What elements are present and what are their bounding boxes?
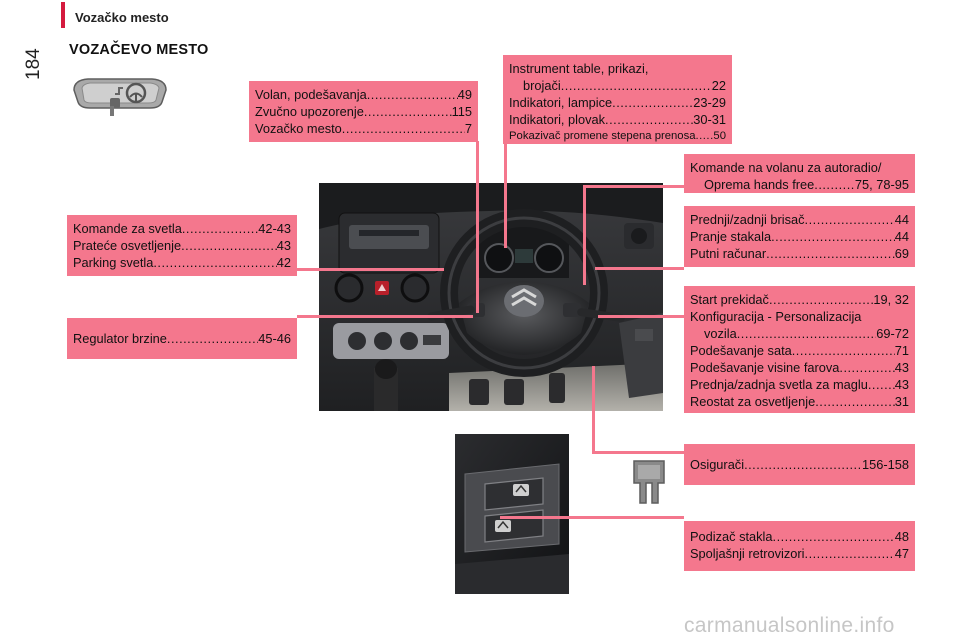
connector-fuses-h xyxy=(592,451,684,454)
watermark-text: carmanualsonline.info xyxy=(684,614,895,637)
window-switch-photo xyxy=(455,434,569,594)
connector-wipers xyxy=(595,267,684,270)
connector-fuses-v xyxy=(592,366,595,454)
screenwash-page: 44 xyxy=(894,229,909,244)
steering-item-label: Volan, podešavanja xyxy=(255,87,367,102)
gauges-label: brojači xyxy=(523,78,561,93)
connector-windows xyxy=(500,516,684,519)
connector-cruise xyxy=(297,315,473,318)
headlamp-height-page: 43 xyxy=(894,360,909,375)
fog-lamps-page: 43 xyxy=(894,377,909,392)
window-lift-label: Podizač stakla xyxy=(690,529,773,544)
float-indicators-label: Indikatori, plovak xyxy=(509,112,606,127)
warning-lamps-label: Indikatori, lampice xyxy=(509,95,613,110)
light-controls-page: 42-43 xyxy=(258,221,291,236)
hands-free-label: Oprema hands free xyxy=(704,177,815,192)
horn-item-label: Zvučno upozorenje xyxy=(255,104,364,119)
audio-controls-label: Komande na volanu za autoradio/ xyxy=(690,160,882,175)
lighting-dimmer-page: 31 xyxy=(894,394,909,409)
lighting-dimmer-label: Reostat za osvetljenje xyxy=(690,394,816,409)
page-title: VOZAČEVO MESTO xyxy=(69,42,209,58)
start-switch-label: Start prekidač xyxy=(690,292,769,307)
horn-item-page: 115 xyxy=(451,104,472,119)
audio-controls-info-box: Komande na volanu za autoradio/ Oprema h… xyxy=(684,154,915,193)
follow-me-lighting-page: 43 xyxy=(276,238,291,253)
screenwash-label: Pranje stakala xyxy=(690,229,772,244)
connector-instruments xyxy=(504,144,507,248)
gear-shift-indicator-label: Pokazivač promene stepena prenosa xyxy=(509,130,696,142)
wiper-label: Prednji/zadnji brisač xyxy=(690,212,805,227)
dashboard-photo xyxy=(319,183,663,411)
clock-setting-label: Podešavanje sata xyxy=(690,343,792,358)
door-mirrors-label: Spoljašnji retrovizori xyxy=(690,546,805,561)
connector-lights xyxy=(297,268,444,271)
rearview-mirror-icon xyxy=(70,72,170,123)
parking-lights-label: Parking svetla xyxy=(73,255,154,270)
clock-setting-page: 71 xyxy=(894,343,909,358)
instrument-panel-label: Instrument table, prikazi, xyxy=(509,61,649,76)
headlamp-height-label: Podešavanje visine farova xyxy=(690,360,840,375)
instruments-info-box: Instrument table, prikazi, brojači 22 In… xyxy=(503,55,732,144)
fuse-icon xyxy=(632,459,666,510)
wiper-page: 44 xyxy=(894,212,909,227)
configuration-label: Konfiguracija - Personalizacija xyxy=(690,309,862,324)
warning-lamps-page: 23-29 xyxy=(693,95,726,110)
trip-computer-page: 69 xyxy=(894,246,909,261)
lights-info-box: Komande za svetla 42-43 Prateće osvetlje… xyxy=(67,215,297,276)
vehicle-config-label: vozila xyxy=(704,326,737,341)
door-mirrors-page: 47 xyxy=(894,546,909,561)
window-lift-page: 48 xyxy=(894,529,909,544)
cruise-control-page: 45-46 xyxy=(258,331,291,346)
light-controls-label: Komande za svetla xyxy=(73,221,182,236)
fog-lamps-label: Prednja/zadnja svetla za maglu xyxy=(690,377,868,392)
section-heading: Vozačko mesto xyxy=(75,10,169,25)
page-number: 184 xyxy=(23,48,44,80)
gauges-page: 22 xyxy=(711,78,726,93)
steering-item-page: 49 xyxy=(457,87,472,102)
driver-seat-item-page: 7 xyxy=(464,121,472,136)
wipers-info-box: Prednji/zadnji brisač 44 Pranje stakala 4… xyxy=(684,206,915,267)
cruise-control-info-box: Regulator brzine 45-46 xyxy=(67,318,297,359)
trip-computer-label: Putni računar xyxy=(690,246,767,261)
start-switch-page: 19, 32 xyxy=(873,292,909,307)
driver-seat-item-label: Vozačko mesto xyxy=(255,121,342,136)
float-indicators-page: 30-31 xyxy=(693,112,726,127)
connector-start xyxy=(598,315,684,318)
windows-info-box: Podizač stakla 48 Spoljašnji retrovizori… xyxy=(684,521,915,571)
steering-info-box: Volan, podešavanja 49 Zvučno upozorenje … xyxy=(249,81,478,142)
fuses-label: Osigurači xyxy=(690,457,745,472)
connector-audio-v xyxy=(583,185,586,285)
connector-steering xyxy=(476,141,479,313)
fuses-page: 156-158 xyxy=(862,457,909,472)
cruise-control-label: Regulator brzine xyxy=(73,331,167,346)
parking-lights-page: 42 xyxy=(276,255,291,270)
fuses-info-box: Osigurači 156-158 xyxy=(684,444,915,485)
vehicle-config-page: 69-72 xyxy=(876,326,909,341)
start-info-box: Start prekidač 19, 32 Konfiguracija - Pe… xyxy=(684,286,915,413)
hands-free-page: 75, 78-95 xyxy=(854,177,909,192)
section-marker-bar xyxy=(61,2,65,28)
connector-audio-h xyxy=(583,185,684,188)
follow-me-lighting-label: Prateće osvetljenje xyxy=(73,238,182,253)
gear-shift-indicator-page: 50 xyxy=(713,130,726,142)
